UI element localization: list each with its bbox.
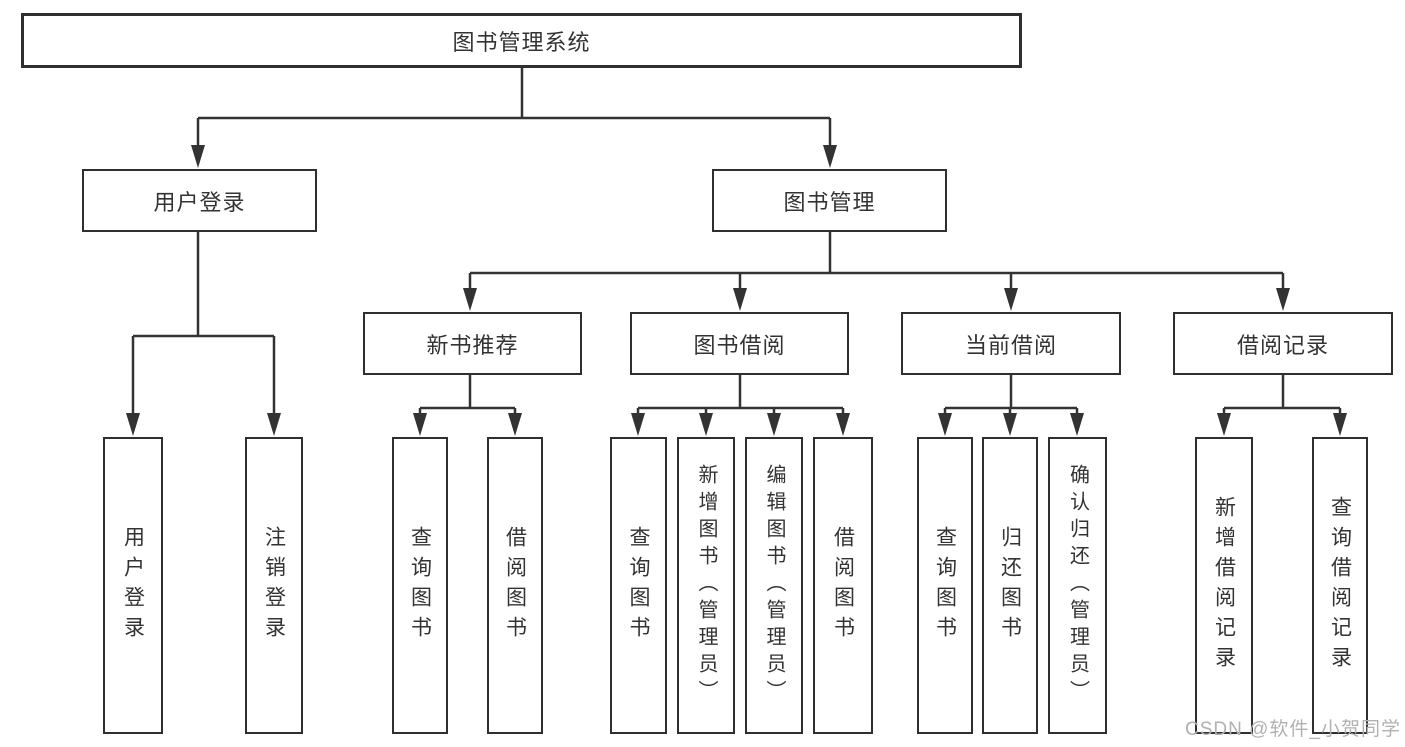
leaf-borrow-borrow-books: 借阅图书	[813, 437, 873, 734]
leaf-newrec-search-books: 查询图书	[392, 437, 448, 734]
watermark: CSDN @软件_小贺同学	[1185, 719, 1401, 740]
leaf-current-return-books: 归还图书	[982, 437, 1038, 734]
leaf-borrow-add-books-admin: 新增图书（管理员）	[677, 437, 735, 734]
leaf-records-add-record: 新增借阅记录	[1195, 437, 1253, 734]
node-borrow-records: 借阅记录	[1173, 312, 1393, 375]
leaf-borrow-edit-books-admin: 编辑图书（管理员）	[745, 437, 803, 734]
leaf-current-search-books: 查询图书	[917, 437, 973, 734]
leaf-logout-login: 注销登录	[245, 437, 303, 734]
node-user-login: 用户登录	[82, 169, 317, 232]
leaf-borrow-search-books: 查询图书	[610, 437, 667, 734]
node-library-system: 图书管理系统	[21, 13, 1022, 68]
leaf-current-confirm-return-admin: 确认归还（管理员）	[1048, 437, 1107, 734]
leaf-records-search-record: 查询借阅记录	[1312, 437, 1368, 734]
node-book-borrow: 图书借阅	[630, 312, 849, 375]
leaf-newrec-borrow-books: 借阅图书	[487, 437, 543, 734]
node-current-borrow: 当前借阅	[901, 312, 1121, 375]
node-book-management: 图书管理	[712, 169, 947, 232]
arrowheads	[126, 145, 1347, 436]
leaf-user-login: 用户登录	[103, 437, 163, 734]
node-new-book-recommend: 新书推荐	[363, 312, 582, 375]
